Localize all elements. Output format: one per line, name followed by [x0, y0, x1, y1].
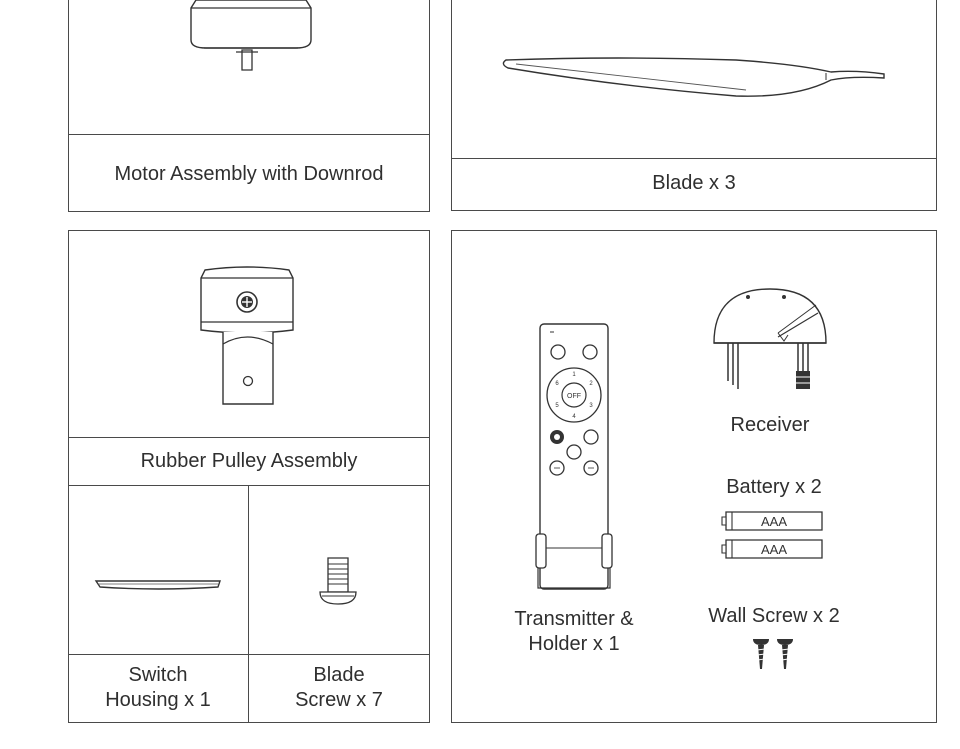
motor-assembly-illustration: [176, 0, 326, 80]
remote-dial-number: 3: [589, 403, 593, 409]
transmitter-label-line2: Holder x 1: [528, 633, 620, 655]
transmitter-label: Transmitter & Holder x 1: [494, 607, 654, 657]
wall-screw-label: Wall Screw x 2: [708, 605, 840, 627]
battery-cell-label: AAA: [761, 514, 787, 529]
rubber-pulley-label: Rubber Pulley Assembly: [140, 450, 358, 472]
transmitter-label-line1: Transmitter &: [514, 608, 634, 630]
battery-cell-label: AAA: [761, 542, 787, 557]
remote-dial-number: 2: [589, 381, 593, 387]
remote-dial-number: 4: [572, 414, 576, 420]
blade-label: Blade x 3: [652, 172, 736, 194]
battery-illustration: AAA AAA: [720, 508, 830, 562]
switch-housing-illustration: [94, 575, 224, 595]
remote-kit-panel: [451, 230, 937, 723]
blade-screw-illustration: [318, 556, 358, 608]
battery-label: Battery x 2: [726, 476, 822, 498]
remote-transmitter-illustration: OFF 1 2 3 4 5 6: [524, 322, 624, 592]
remote-off-button-label: OFF: [567, 393, 581, 400]
blade-screw-label: Blade Screw x 7: [248, 663, 430, 713]
divider: [248, 485, 249, 723]
divider: [451, 158, 937, 159]
remote-dial-number: 1: [572, 372, 576, 378]
receiver-illustration: [708, 285, 838, 389]
remote-dial-number: 6: [555, 381, 559, 387]
divider: [68, 654, 430, 655]
divider: [68, 437, 430, 438]
rubber-pulley-illustration: [197, 264, 297, 409]
receiver-label: Receiver: [730, 414, 810, 436]
divider: [68, 485, 430, 486]
blade-illustration: [496, 46, 896, 106]
switch-housing-label-line1: Switch: [128, 664, 188, 686]
divider: [68, 134, 430, 135]
switch-housing-label-line2: Housing x 1: [105, 689, 211, 711]
blade-screw-label-line2: Screw x 7: [295, 689, 383, 711]
blade-screw-label-line1: Blade: [313, 664, 365, 686]
blade-panel: [451, 0, 937, 211]
motor-assembly-label: Motor Assembly with Downrod: [114, 163, 384, 185]
remote-dial-number: 5: [555, 403, 559, 409]
switch-housing-label: Switch Housing x 1: [68, 663, 248, 713]
wall-screw-illustration: [753, 639, 793, 669]
